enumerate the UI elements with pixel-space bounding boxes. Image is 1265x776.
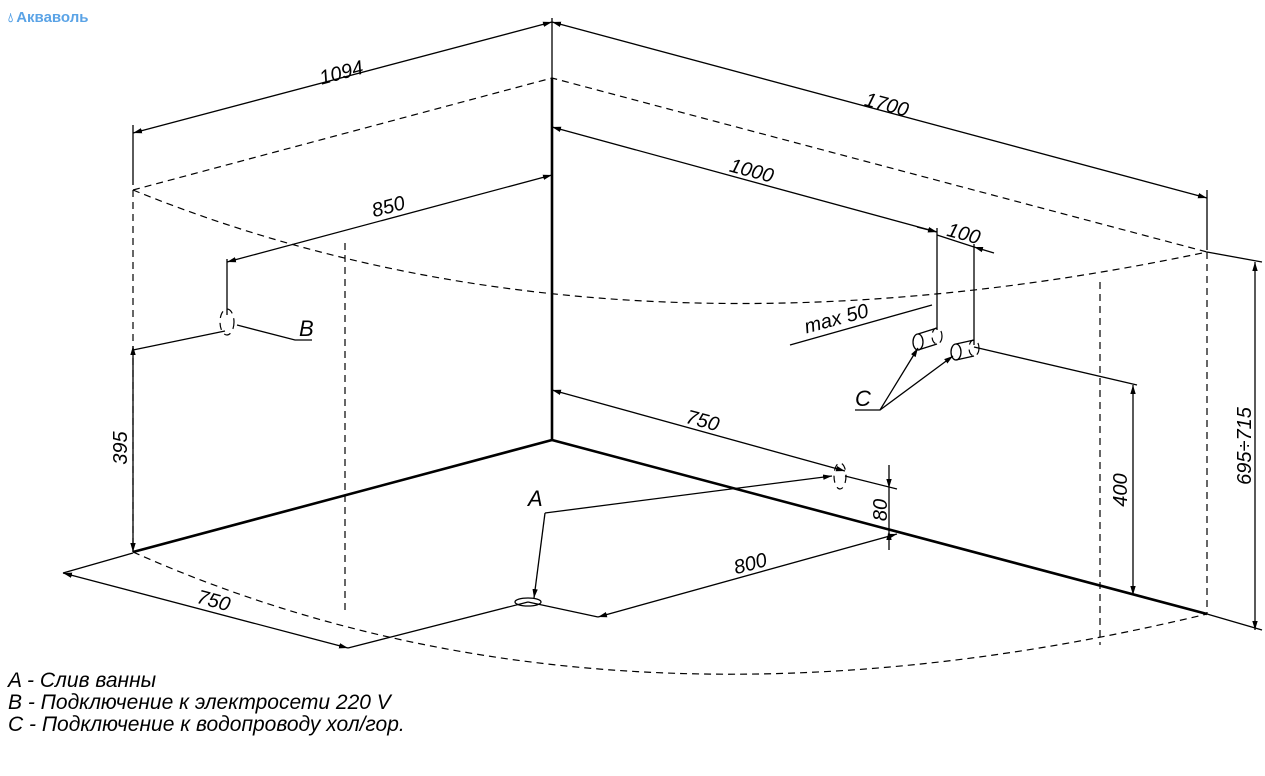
leader-a-floor xyxy=(532,512,546,599)
tub-top-front-arc xyxy=(132,189,1208,305)
dimension-label-100: 100 xyxy=(945,219,983,249)
label-b: B xyxy=(299,316,314,341)
dimension-750-wall xyxy=(551,389,846,472)
dimension-label-1094: 1094 xyxy=(317,57,366,90)
dimension-label-395: 395 xyxy=(110,430,132,464)
dimension-label-800: 800 xyxy=(731,549,769,579)
extension-line xyxy=(889,529,906,535)
extension-line xyxy=(973,346,1138,386)
water-connection-c-cold xyxy=(912,327,943,351)
legend: A - Слив ванны B - Подключение к электро… xyxy=(8,670,405,736)
legend-item-a: A - Слив ванны xyxy=(8,669,157,692)
dimension-1094 xyxy=(132,21,553,134)
label-c: C xyxy=(855,386,871,411)
tub-top-outline xyxy=(132,77,1208,253)
extension-line xyxy=(132,330,226,351)
leader-c-hot xyxy=(879,355,954,411)
dimension-850 xyxy=(226,174,553,263)
dimension-label-80: 80 xyxy=(870,499,892,521)
dimension-label-850: 850 xyxy=(369,192,407,222)
drain-connection-a-wall xyxy=(833,462,847,490)
dimension-label-1000: 1000 xyxy=(727,155,776,188)
water-connection-c-hot xyxy=(950,339,980,361)
water-drop-icon: 💧︎ xyxy=(8,10,14,25)
dimension-100 xyxy=(936,234,975,248)
dimension-100-arrow xyxy=(916,226,938,233)
electrical-connection-b xyxy=(219,308,235,336)
dimension-label-750-wall: 750 xyxy=(684,406,722,436)
extension-line xyxy=(1206,251,1263,263)
dimension-1000 xyxy=(551,126,938,233)
extension-line xyxy=(347,601,529,649)
dimension-100-arrow xyxy=(973,246,995,254)
brand-name: Акваволь xyxy=(16,9,89,26)
dimension-max50-line xyxy=(789,304,933,346)
extension-line xyxy=(1206,613,1263,631)
dimension-1700 xyxy=(551,21,1208,199)
brand-logo: 💧︎Акваволь xyxy=(8,9,88,26)
leader-a-wall xyxy=(544,474,833,514)
dimension-label-750-floor: 750 xyxy=(195,586,233,616)
extension-line xyxy=(62,552,134,574)
drain-connection-a-floor xyxy=(514,597,542,607)
dimension-label-695-715: 695÷715 xyxy=(1234,406,1256,485)
label-a: A xyxy=(526,486,543,511)
floor-right-edge xyxy=(551,438,1208,616)
dimension-800 xyxy=(597,533,898,618)
floor-left-edge xyxy=(132,438,553,554)
leader-b xyxy=(236,324,312,341)
legend-item-b: B - Подключение к электросети 220 V xyxy=(8,691,391,714)
legend-item-c: C - Подключение к водопроводу хол/гор. xyxy=(8,713,405,736)
dimension-750-floor xyxy=(62,572,349,649)
dimension-label-1700: 1700 xyxy=(862,89,911,122)
dimension-label-400: 400 xyxy=(1110,473,1132,506)
